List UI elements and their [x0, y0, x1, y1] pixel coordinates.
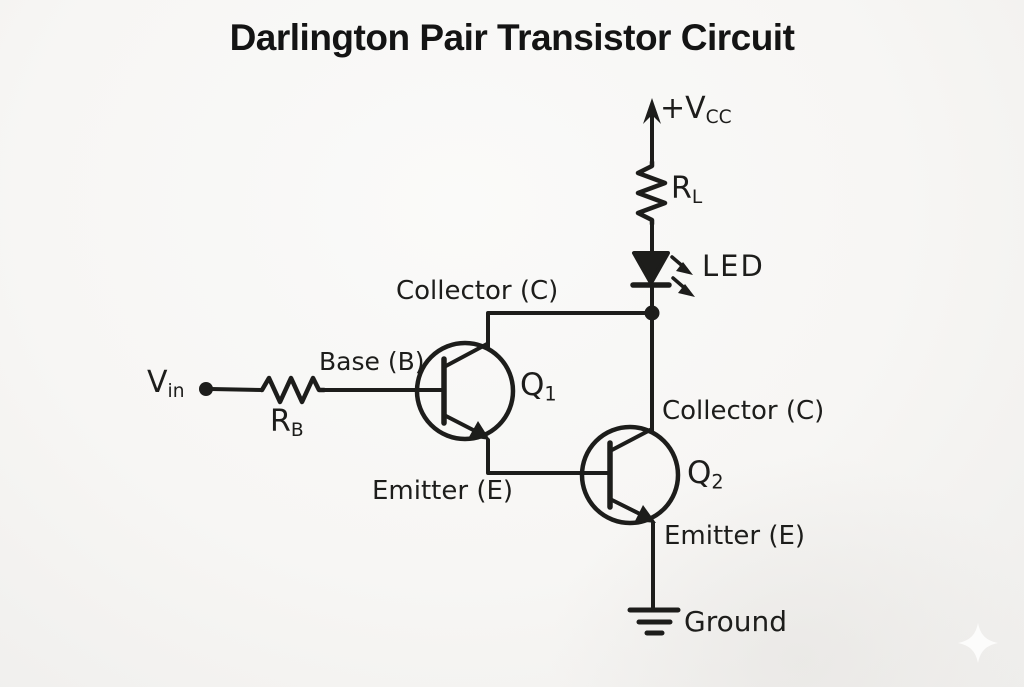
wire-vin-to-rb [209, 387, 264, 392]
q1-base-label: Base (B) [319, 347, 425, 376]
vcc-label-sub: CC [705, 107, 732, 129]
vcc-arrow-icon [643, 98, 661, 164]
q1-transistor-icon [414, 340, 516, 442]
vcc-label-main: +V [660, 91, 706, 126]
ground-label: Ground [684, 605, 787, 638]
q1-emitter-label: Emitter (E) [372, 476, 514, 506]
wire-q1-collector [486, 311, 654, 350]
page-title: Darlington Pair Transistor Circuit [229, 17, 795, 58]
rb-label-main: R [270, 404, 291, 439]
led-light-arrows-icon [670, 255, 695, 297]
q2-label-main: Q [687, 455, 712, 491]
q2-label: Q2 [687, 457, 724, 493]
led-label: LED [702, 249, 765, 283]
led-icon [630, 251, 672, 288]
sparkle-icon [958, 623, 998, 663]
vin-label-sub: in [167, 381, 185, 403]
q2-transistor-icon [579, 424, 681, 526]
rb-label-sub: B [290, 420, 304, 442]
q2-collector-label: Collector (C) [662, 396, 825, 426]
q1-label-sub: 1 [544, 382, 557, 406]
q1-label-main: Q [520, 367, 545, 403]
wire-q1-emitter-to-q2-base [486, 438, 611, 475]
rb-resistor-icon [259, 375, 327, 405]
vin-terminal-dot-icon [199, 382, 213, 396]
q2-emitter-label: Emitter (E) [664, 521, 806, 551]
rl-label: RL [671, 173, 702, 208]
vin-label-main: V [147, 365, 168, 400]
vin-label: Vin [147, 367, 184, 402]
ground-icon [627, 607, 681, 636]
q1-collector-label: Collector (C) [396, 276, 559, 306]
rl-label-sub: L [691, 187, 703, 209]
rl-resistor-icon [635, 159, 668, 227]
q1-label: Q1 [520, 369, 557, 405]
rb-label: RB [270, 406, 304, 441]
rl-label-main: R [671, 171, 692, 206]
q2-label-sub: 2 [711, 470, 724, 494]
vcc-label: +VCC [660, 93, 732, 128]
